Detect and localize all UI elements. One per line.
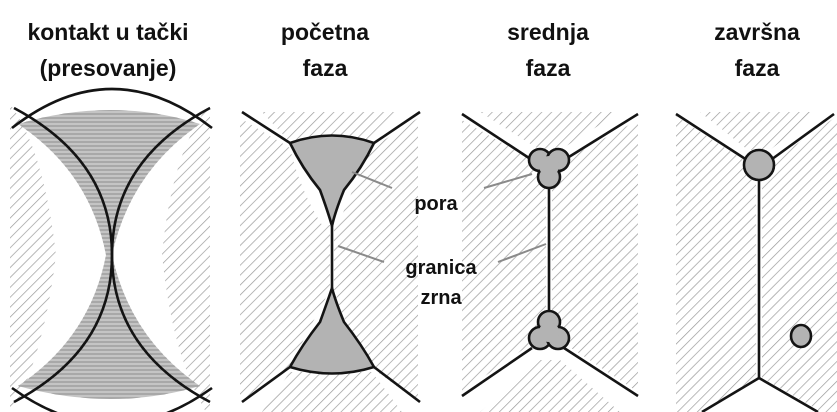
stage-1-panel [10,89,212,412]
stage-2-title-line1: početna [281,19,369,45]
stage-3-title-line2: faza [526,55,571,81]
stage-1-title-line2: (presovanje) [40,55,177,81]
grain-boundary-label-line2: zrna [420,287,462,309]
stage-2-panel [240,112,420,412]
stage-4-panel [676,112,837,412]
grain-boundary-label-line1: granica [405,257,477,279]
stage-2-title-line2: faza [303,55,348,81]
stage-4-title-line1: završna [714,19,800,45]
stage-3-panel [462,112,638,412]
stage-3-title-line1: srednja [507,19,589,45]
stage-2-bottom-grain [262,372,402,412]
pore-label: pora [414,193,458,215]
stage-4-title-line2: faza [735,55,780,81]
stage-4-pore-at-junction [744,150,774,180]
stage-1-title-line1: kontakt u tački [27,19,188,45]
stage-4-isolated-pore [791,325,811,347]
